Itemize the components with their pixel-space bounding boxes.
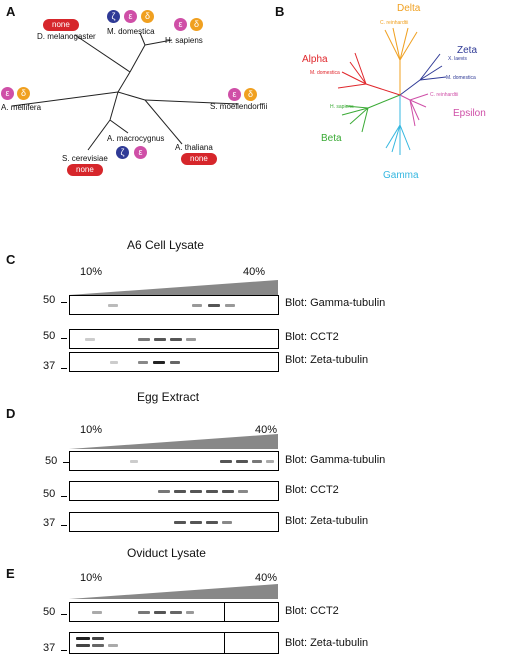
panel-e-blot-label-2: Blot: Zeta-tubulin — [285, 637, 369, 649]
panel-c-title: A6 Cell Lysate — [127, 238, 204, 252]
panel-d-mw-tick-1 — [63, 462, 69, 463]
panel-c-mw-tick-1 — [61, 302, 67, 303]
panel-d-mw-tick-2 — [61, 496, 67, 497]
panel-letter-d: D — [6, 406, 16, 421]
panel-d-blot-gamma — [69, 451, 279, 471]
panel-d-mw-tick-3 — [61, 525, 67, 526]
leaf-m-domestica-zeta: M. domestica — [446, 75, 476, 81]
panel-d-blot-label-2: Blot: CCT2 — [285, 484, 339, 496]
panel-d-blot-zeta — [69, 512, 279, 532]
species-a-mellifera: A. mellifera — [1, 103, 42, 112]
zeta-badge-a-macrocygnus: ζ — [116, 146, 129, 159]
species-m-domestica: M. domestica — [107, 27, 155, 36]
panel-c-blot-label-3: Blot: Zeta-tubulin — [285, 354, 369, 366]
species-s-cerevisiae: S. cerevisiae — [62, 154, 108, 163]
clade-gamma: Gamma — [383, 170, 419, 181]
panel-e-pct-high: 40% — [255, 572, 278, 584]
delta-badge-s-moellendorffii: δ — [244, 88, 257, 101]
panel-d-mw-2: 50 — [43, 488, 56, 500]
panel-letter-a: A — [6, 4, 16, 19]
delta-badge-a-mellifera: δ — [17, 87, 30, 100]
species-s-moellendorffii: S. moellendorffii — [210, 102, 268, 111]
panel-d-blot-label-3: Blot: Zeta-tubulin — [285, 515, 369, 527]
delta-badge-m-domestica: δ — [141, 10, 154, 23]
delta-badge-h-sapiens: δ — [190, 18, 203, 31]
panel-c-mw-1: 50 — [43, 294, 56, 306]
panel-c-mw-tick-2 — [61, 338, 67, 339]
panel-c-gradient-wedge — [69, 280, 278, 295]
clade-delta: Delta — [397, 3, 421, 14]
species-a-macrocygnus: A. macrocygnus — [107, 134, 165, 143]
panel-e-blot-zeta — [69, 632, 279, 654]
panel-e-mw-tick-1 — [61, 614, 67, 615]
leaf-h-sapiens-beta: H. sapiens — [330, 104, 354, 110]
species-d-melanogaster: D. melanogaster — [37, 32, 96, 41]
epsilon-badge-m-domestica: ε — [124, 10, 137, 23]
panel-c-blot-label-2: Blot: CCT2 — [285, 331, 339, 343]
badge-none-a-thaliana: none — [181, 153, 217, 165]
panel-d-mw-3: 37 — [43, 517, 56, 529]
leaf-c-reinhardtii-delta: C. reinhardtii — [380, 20, 409, 26]
panel-d-pct-high: 40% — [255, 424, 278, 436]
panel-c-mw-3: 37 — [43, 360, 56, 372]
panel-c-blot-label-1: Blot: Gamma-tubulin — [285, 297, 386, 309]
lane-divider — [224, 633, 225, 653]
panel-d-title: Egg Extract — [137, 390, 200, 404]
zeta-badge-m-domestica: ζ — [107, 10, 120, 23]
panel-c-pct-high: 40% — [243, 266, 266, 278]
lane-divider — [224, 603, 225, 621]
panel-c-mw-tick-3 — [61, 368, 67, 369]
panel-b-tree — [337, 27, 447, 155]
panel-e-gradient-wedge — [69, 584, 278, 599]
panel-d-pct-low: 10% — [80, 424, 103, 436]
epsilon-badge-h-sapiens: ε — [174, 18, 187, 31]
epsilon-badge-a-macrocygnus: ε — [134, 146, 147, 159]
panel-e-mw-1: 50 — [43, 606, 56, 618]
badge-none-s-cerevisiae: none — [67, 164, 103, 176]
panel-a-tree — [11, 32, 239, 151]
panel-c-pct-low: 10% — [80, 266, 103, 278]
species-h-sapiens: H. sapiens — [165, 36, 203, 45]
clade-epsilon: Epsilon — [453, 108, 486, 119]
panel-e-pct-low: 10% — [80, 572, 103, 584]
epsilon-badge-a-mellifera: ε — [1, 87, 14, 100]
species-a-thaliana: A. thaliana — [175, 143, 213, 152]
panel-c-blot-cct2 — [69, 329, 279, 349]
panel-c-mw-2: 50 — [43, 330, 56, 342]
panel-c-blot-zeta — [69, 352, 279, 372]
panel-c-blot-gamma — [69, 295, 279, 315]
panel-d-blot-cct2 — [69, 481, 279, 501]
panel-letter-b: B — [275, 4, 285, 19]
panel-e-blot-label-1: Blot: CCT2 — [285, 605, 339, 617]
epsilon-badge-s-moellendorffii: ε — [228, 88, 241, 101]
panel-e-mw-tick-2 — [61, 650, 67, 651]
panel-e-title: Oviduct Lysate — [127, 546, 206, 560]
panel-d-blot-label-1: Blot: Gamma-tubulin — [285, 454, 386, 466]
panel-d-mw-1: 50 — [45, 455, 58, 467]
clade-alpha: Alpha — [302, 54, 328, 65]
clade-zeta: Zeta — [457, 45, 478, 56]
panel-letter-c: C — [6, 252, 16, 267]
badge-none-drosophila: none — [43, 19, 79, 31]
panel-d-gradient-wedge — [69, 434, 278, 449]
leaf-m-domestica-alpha: M. domestica — [310, 70, 340, 76]
panel-letter-e: E — [6, 566, 15, 581]
panel-e-mw-2: 37 — [43, 642, 56, 654]
leaf-x-laevis-zeta: X. laevis — [448, 56, 467, 62]
panel-e-blot-cct2 — [69, 602, 279, 622]
leaf-c-reinhardtii-epsilon: C. reinhardtii — [430, 92, 459, 98]
clade-beta: Beta — [321, 133, 342, 144]
